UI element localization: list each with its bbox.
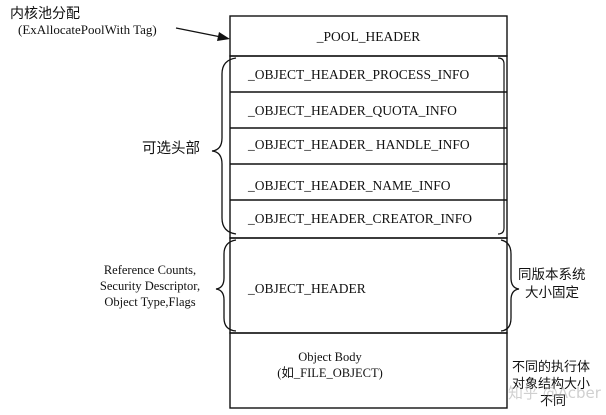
- object-header-field: Reference Counts,: [103, 263, 197, 277]
- variable-size-note: 对象结构大小: [512, 376, 591, 391]
- pool-alloc-title: 内核池分配: [10, 7, 80, 22]
- pool-header-label: _POOL_HEADER: [316, 29, 421, 44]
- optional-headers-label: 可选头部: [142, 141, 200, 157]
- variable-size-note: 不同: [540, 393, 567, 408]
- pool-arrow-head: [217, 32, 230, 41]
- optional-header-label: _OBJECT_HEADER_ HANDLE_INFO: [248, 137, 470, 152]
- optional-right-bracket: [497, 57, 505, 235]
- object-header-right-brace: [500, 239, 520, 332]
- object-header-left-brace: [215, 239, 237, 332]
- object-body-box: [229, 332, 508, 409]
- optional-header-label: _OBJECT_HEADER_QUOTA_INFO: [248, 103, 457, 118]
- object-header-field: Security Descriptor,: [99, 279, 201, 293]
- pool-alloc-subtitle: (ExAllocatePoolWith Tag): [18, 22, 157, 37]
- variable-size-note: 不同的执行体: [512, 359, 591, 374]
- optional-left-brace: [211, 57, 237, 235]
- pool-arrow-line: [175, 27, 222, 38]
- optional-header-label: _OBJECT_HEADER_CREATOR_INFO: [248, 211, 473, 226]
- object-header-label: _OBJECT_HEADER: [248, 281, 366, 296]
- watermark: 知乎 @Acber: [508, 384, 601, 402]
- fixed-size-note: 大小固定: [525, 285, 579, 300]
- optional-header-label: _OBJECT_HEADER_NAME_INFO: [248, 178, 451, 193]
- object-header-field: Object Type,Flags: [104, 295, 196, 309]
- object-body-label: Object Body: [298, 350, 362, 364]
- optional-header-label: _OBJECT_HEADER_PROCESS_INFO: [248, 67, 470, 82]
- object-body-example: (如_FILE_OBJECT): [277, 366, 383, 380]
- fixed-size-note: 同版本系统: [518, 267, 586, 282]
